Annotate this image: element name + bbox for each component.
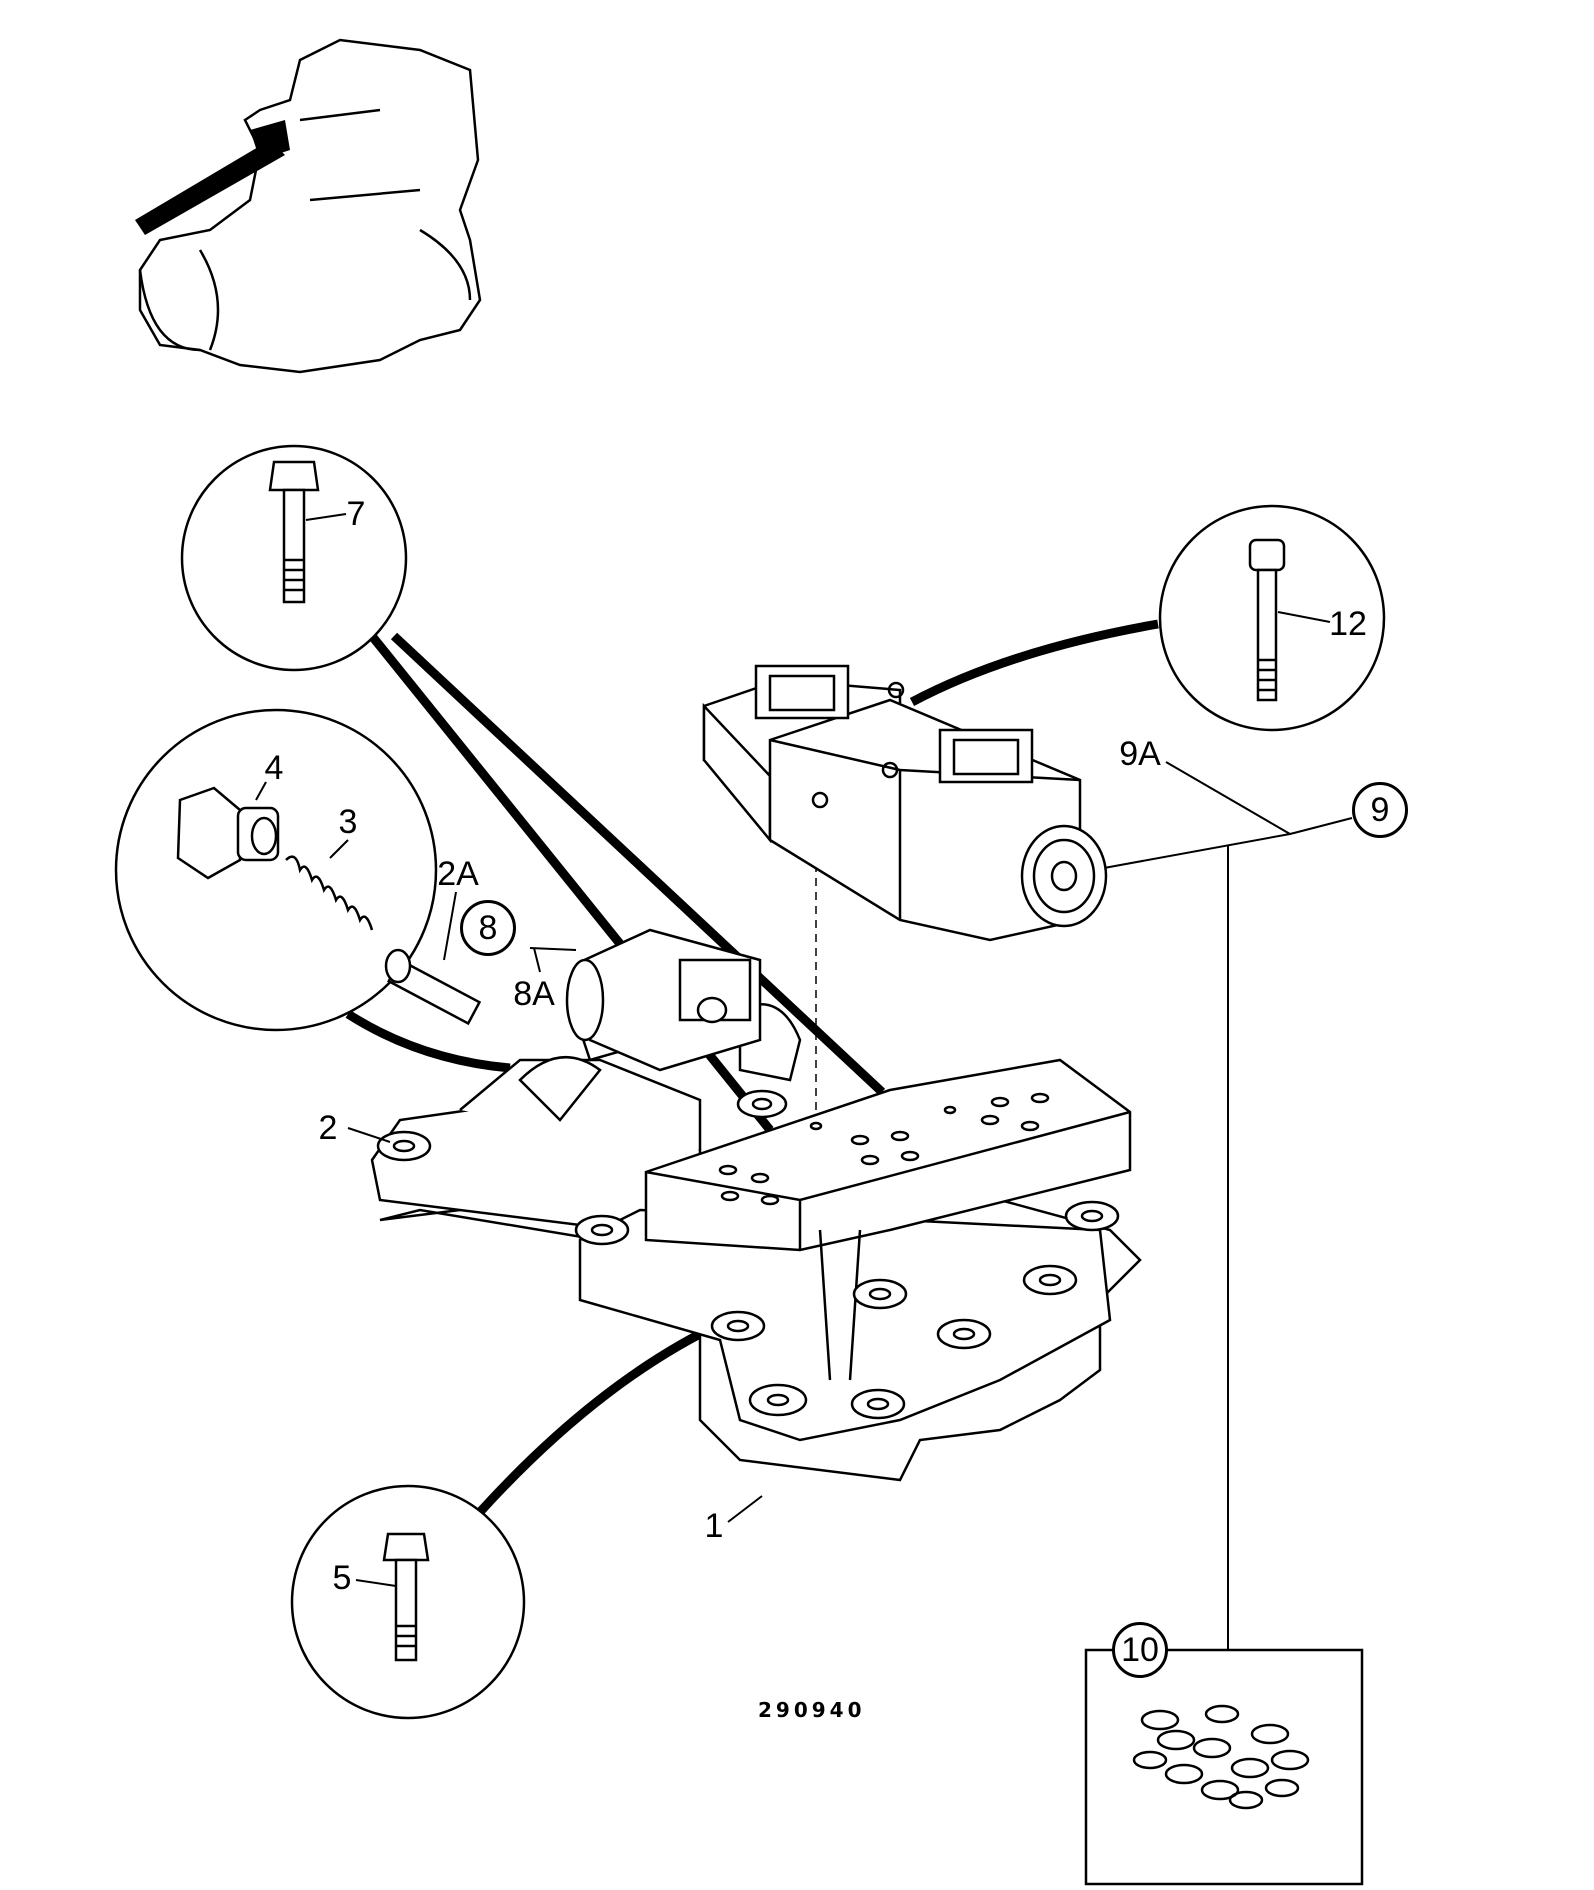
detail-circle-plug-spring bbox=[114, 708, 482, 1032]
callout-9: 9 bbox=[1352, 782, 1408, 838]
detail-circle-bolt-7 bbox=[180, 444, 408, 672]
callout-2a: 2A bbox=[437, 855, 479, 893]
seal-kit-box bbox=[1084, 1648, 1364, 1886]
o-rings bbox=[1132, 1704, 1310, 1810]
callout-4: 4 bbox=[264, 749, 284, 787]
solenoid-valve bbox=[702, 664, 1108, 942]
callout-8: 8 bbox=[460, 900, 516, 956]
callout-1: 1 bbox=[704, 1507, 724, 1545]
callout-5: 5 bbox=[332, 1559, 352, 1597]
detail-circle-bolt-12 bbox=[1158, 504, 1386, 732]
valve-block bbox=[370, 988, 1142, 1482]
callout-7: 7 bbox=[346, 495, 366, 533]
detail-circle-bolt-5 bbox=[290, 1484, 526, 1720]
transmission-overview-sketch bbox=[135, 38, 482, 374]
solenoid-8 bbox=[529, 928, 762, 1072]
callout-3: 3 bbox=[338, 803, 358, 841]
callout-8a: 8A bbox=[513, 975, 555, 1013]
drawing-number: 290940 bbox=[758, 1698, 866, 1722]
callout-9a: 9A bbox=[1119, 735, 1161, 773]
callout-2: 2 bbox=[318, 1109, 338, 1147]
mounting-bosses bbox=[376, 1089, 1120, 1420]
port-holes bbox=[718, 1092, 1050, 1206]
callout-10: 10 bbox=[1112, 1622, 1168, 1678]
callout-12: 12 bbox=[1329, 605, 1367, 643]
